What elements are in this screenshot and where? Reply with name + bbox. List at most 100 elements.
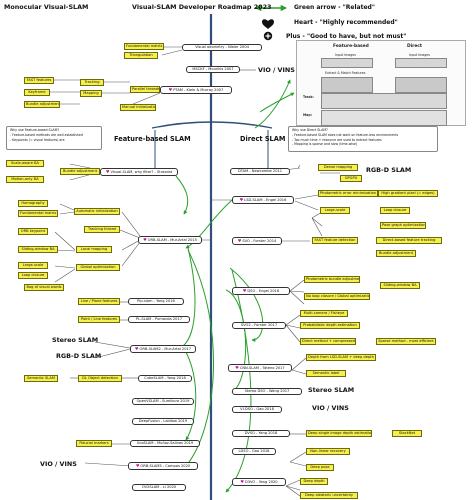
box-keyframe-top: Keyframe bbox=[24, 89, 50, 97]
box-auto-init: Automatic initialization bbox=[74, 208, 120, 216]
node-dtam: DTAM - Newcombe 2011 bbox=[230, 168, 290, 176]
feature-vs-direct-panel: Feature-based Direct Input Images Input … bbox=[296, 40, 466, 126]
heart-icon: ♥ bbox=[105, 169, 110, 174]
node-dvso: DVSO - Yang 2018 bbox=[232, 430, 290, 438]
heart-icon: ♥ bbox=[134, 346, 139, 351]
panel-extract-match: Extract & Match Features bbox=[325, 71, 366, 75]
box-fast-features: FAST features bbox=[24, 77, 54, 85]
node-orb-slam-label: ORB-SLAM - Mur-Artal 2015 bbox=[147, 238, 197, 242]
panel-image-strip-b bbox=[395, 58, 447, 68]
node-d3vo-label: D3VO - Yang 2020 bbox=[244, 480, 278, 484]
box-no-loop: No loop closure / Global optimization bbox=[304, 293, 370, 301]
box-line-plane: Line / Plane features bbox=[78, 298, 120, 306]
node-ov2slam: OV2SLAM - Li 2020 bbox=[132, 484, 186, 492]
node-orb-slam: ♥ORB-SLAM - Mur-Artal 2015 bbox=[138, 236, 202, 245]
box-loop-closure-f: Loop closure bbox=[18, 272, 48, 280]
box-deep-aleatoric: Deep aleatoric uncertainty bbox=[300, 492, 358, 500]
heart-icon: ♥ bbox=[239, 197, 244, 202]
corner-title: Monocular Visual-SLAM bbox=[4, 3, 89, 11]
node-dso: ♥DSO - Engel 2016 bbox=[232, 287, 290, 296]
label-stereo-slam-d: Stereo SLAM bbox=[308, 386, 355, 394]
box-bundle-adjustment-f: Bundle adjustment bbox=[60, 168, 100, 176]
note-direct-point-1: - Feature-based SLAM does not work on fe… bbox=[292, 132, 399, 137]
node-ldso: LDSO - Gao 2018 bbox=[232, 448, 276, 456]
panel-input-images-a: Input Images bbox=[335, 53, 356, 57]
panel-feature-image bbox=[321, 77, 373, 93]
panel-direct-image bbox=[395, 77, 447, 93]
panel-image-strip-a bbox=[321, 58, 373, 68]
box-fast-detection: FAST feature detection bbox=[312, 237, 358, 245]
box-triangulation: Triangulation bbox=[124, 52, 158, 60]
note-direct: Why use Direct SLAM? - Feature-based SLA… bbox=[288, 126, 438, 152]
note-direct-point-2: - Too much time + resource are used to e… bbox=[292, 137, 382, 142]
legend-plus: Plus - "Good to have, but not must" bbox=[286, 33, 407, 40]
heart-icon: ♥ bbox=[242, 288, 247, 293]
heart-icon: ♥ bbox=[135, 463, 140, 468]
heart-icon: ♥ bbox=[168, 87, 173, 92]
node-vi-dso: VI-DSO - Gao 2018 bbox=[232, 406, 282, 414]
node-ptam-label: PTAM - Klein & Murray 2007 bbox=[173, 88, 224, 92]
note-feature-point-1: - Feature-based methods are well-establi… bbox=[10, 132, 83, 137]
note-direct-point-3: - Mapping is sparse and slow (time-wise) bbox=[292, 142, 358, 147]
branch-feature-label: Feature-based SLAM bbox=[114, 135, 191, 143]
box-orb-keypoint: ORB keypoint bbox=[18, 228, 48, 236]
node-lsd-slam: ♥LSD-SLAM - Engel 2016 bbox=[232, 196, 294, 205]
panel-map-label: Map: bbox=[303, 113, 312, 117]
node-dso-label: DSO - Engel 2016 bbox=[247, 289, 280, 293]
box-fundamental-matrix-f: Fundamental matrix bbox=[18, 210, 58, 218]
node-msckf: MSCKF - Mourikis 2007 bbox=[186, 66, 240, 74]
node-deepfusion: DeepFusion - Laidlow 2019 bbox=[132, 418, 194, 426]
box-ba-d: Bundle adjustment bbox=[376, 250, 416, 258]
box-parallel-threads: Parallel threads bbox=[130, 86, 160, 94]
box-bundle-adjustment-top: Bundle adjustment bbox=[24, 101, 60, 109]
box-dl-object: DL Object detection bbox=[78, 375, 122, 383]
legend-heart-icon bbox=[262, 19, 274, 29]
label-vio-vins-d: VIO / VINS bbox=[312, 404, 349, 412]
note-feature-point-2: - Keypoints (= visual features) are bbox=[10, 137, 65, 142]
box-non-linear: Non-linear recovery bbox=[306, 448, 350, 456]
node-cnn-slam-label: CNN-SLAM - Tateno 2017 bbox=[239, 366, 285, 370]
box-deep-pose: Deep pose bbox=[306, 464, 334, 472]
box-stacknet: StackNet bbox=[392, 430, 422, 438]
box-sliding-window-ba-f: Sliding-window BA bbox=[18, 246, 58, 254]
box-loop-closure-d: Loop closure bbox=[380, 207, 410, 215]
box-deep-single-depth: Deep single image depth estimation bbox=[306, 430, 372, 438]
box-large-scale-f: Large-scale bbox=[18, 262, 48, 270]
box-tracking-top: Tracking bbox=[80, 79, 104, 87]
heart-icon: ♥ bbox=[143, 237, 147, 242]
legend-heart: Heart - "Highly recommended" bbox=[294, 19, 398, 26]
panel-track-label: Track: bbox=[303, 95, 314, 99]
node-orb-slam2: ♥ORB-SLAM2 - Mur-Artal 2017 bbox=[130, 345, 196, 354]
label-stereo-slam-f: Stereo SLAM bbox=[52, 336, 99, 344]
node-visual-slam-label: Visual-SLAM, why filter? - Strasdat bbox=[110, 170, 173, 174]
box-gpgpu: GPGPU bbox=[340, 175, 362, 183]
note-direct-question: Why use Direct SLAM? bbox=[292, 128, 328, 132]
node-svo-label: SVO - Forster 2014 bbox=[242, 239, 277, 243]
node-orb-slam3: ♥ORB-SLAM3 - Campos 2020 bbox=[128, 462, 198, 471]
note-feature-based: Why use Feature-based SLAM? - Feature-ba… bbox=[6, 126, 102, 150]
node-d3vo: ♥D3VO - Yang 2020 bbox=[232, 478, 286, 487]
box-dense-mapping: Dense mapping bbox=[318, 164, 358, 172]
node-plp-slam: Plp-slam - Yang 2016 bbox=[128, 298, 184, 306]
box-scale-aware-ba: Scale-aware BA bbox=[6, 160, 44, 168]
box-deep-depth: Deep depth bbox=[300, 478, 328, 486]
box-direct-method: Direct method + compressed bbox=[300, 338, 356, 346]
label-vio-vins-f: VIO / VINS bbox=[40, 460, 77, 468]
box-tracking-thread: Tracking thread bbox=[84, 226, 120, 234]
node-svo: ♥SVO - Forster 2014 bbox=[232, 237, 282, 246]
heart-icon: ♥ bbox=[237, 238, 242, 243]
note-feature-question: Why use Feature-based SLAM? bbox=[10, 128, 60, 132]
box-local-mapping: Local mapping bbox=[76, 246, 112, 254]
node-visual-slam-strasdat: ♥Visual-SLAM, why filter? - Strasdat bbox=[100, 168, 178, 177]
panel-input-images-b: Input Images bbox=[409, 53, 430, 57]
node-ucoslam: UcoSLAM - Muñoz-Salinas 2019 bbox=[130, 440, 200, 448]
page-title: Visual-SLAM Developer Roadmap 2023 bbox=[132, 3, 272, 11]
node-ptam: ♥PTAM - Klein & Murray 2007 bbox=[160, 86, 232, 95]
box-multi-camera: Multi-camera / Fisheye bbox=[300, 310, 348, 318]
box-fundamental-matrix: Fundamental matrix bbox=[124, 43, 164, 51]
node-cnn-slam: ♥CNN-SLAM - Tateno 2017 bbox=[228, 364, 292, 373]
box-direct-feature-tracking: Direct-based feature tracking bbox=[376, 237, 442, 245]
panel-map-image bbox=[321, 110, 447, 126]
panel-track-image bbox=[321, 93, 447, 109]
